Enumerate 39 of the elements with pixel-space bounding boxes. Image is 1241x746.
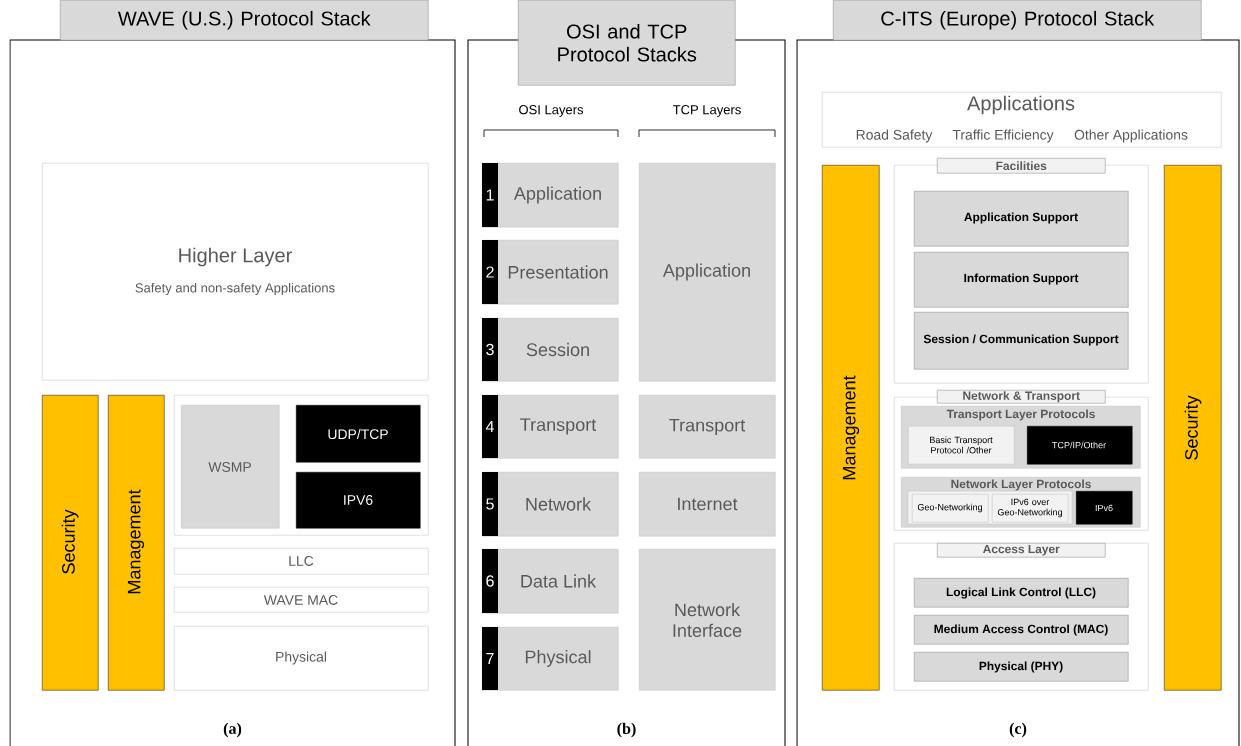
applications-box: Applications Road Safety Traffic Efficiency Other Applications xyxy=(822,92,1222,148)
layer-box: Application xyxy=(639,163,776,382)
protocol-box: Geo-Networking xyxy=(912,494,989,523)
protocol-box: IPv6 over Geo-Networking xyxy=(992,494,1069,523)
protocol-box: Basic Transport Protocol /Other xyxy=(908,426,1015,465)
layer-box: Internet xyxy=(639,472,776,537)
layer-box: Session / Communication Support xyxy=(914,312,1129,370)
layer-box: Application Support xyxy=(914,191,1129,247)
layer-box: 1 Application xyxy=(482,163,619,228)
node-label: (b) xyxy=(617,722,636,738)
layer-box: Network Interface xyxy=(639,549,776,691)
layer-box: 6 Data Link xyxy=(482,549,619,614)
protocol-box: UDP/TCP xyxy=(296,405,421,463)
layer-box: 5 Network xyxy=(482,472,619,537)
layer-box: Medium Access Control (MAC) xyxy=(914,615,1129,645)
protocol-box: IPv6 xyxy=(1076,491,1133,525)
layer-box: Information Support xyxy=(914,252,1129,308)
layer-box: Physical (PHY) xyxy=(914,652,1129,682)
column-heading: OSI Layers xyxy=(519,105,584,117)
layer-box: WAVE MAC xyxy=(174,587,429,613)
security-bar: Security xyxy=(1164,165,1222,691)
security-bar: Security xyxy=(42,395,99,691)
layer-box: 7 Physical xyxy=(482,627,619,691)
node-label: (c) xyxy=(1009,722,1027,738)
management-bar: Management xyxy=(822,165,880,691)
layer-box: Transport xyxy=(639,395,776,459)
protocol-box: WSMP xyxy=(181,405,280,529)
layer-box: Higher Layer Safety and non-safety Applications xyxy=(42,163,429,381)
protocol-box: TCP/IP/Other xyxy=(1027,426,1133,465)
layer-box: 3 Session xyxy=(482,318,619,382)
layer-box: LLC xyxy=(174,548,429,575)
management-bar: Management xyxy=(108,395,165,691)
layer-box: 4 Transport xyxy=(482,395,619,459)
layer-box: Physical xyxy=(174,626,429,691)
layer-box: 2 Presentation xyxy=(482,240,619,305)
protocol-box: IPV6 xyxy=(296,472,421,529)
node-label: (a) xyxy=(223,722,242,738)
layer-box: Logical Link Control (LLC) xyxy=(914,578,1129,608)
column-heading: TCP Layers xyxy=(672,105,741,117)
